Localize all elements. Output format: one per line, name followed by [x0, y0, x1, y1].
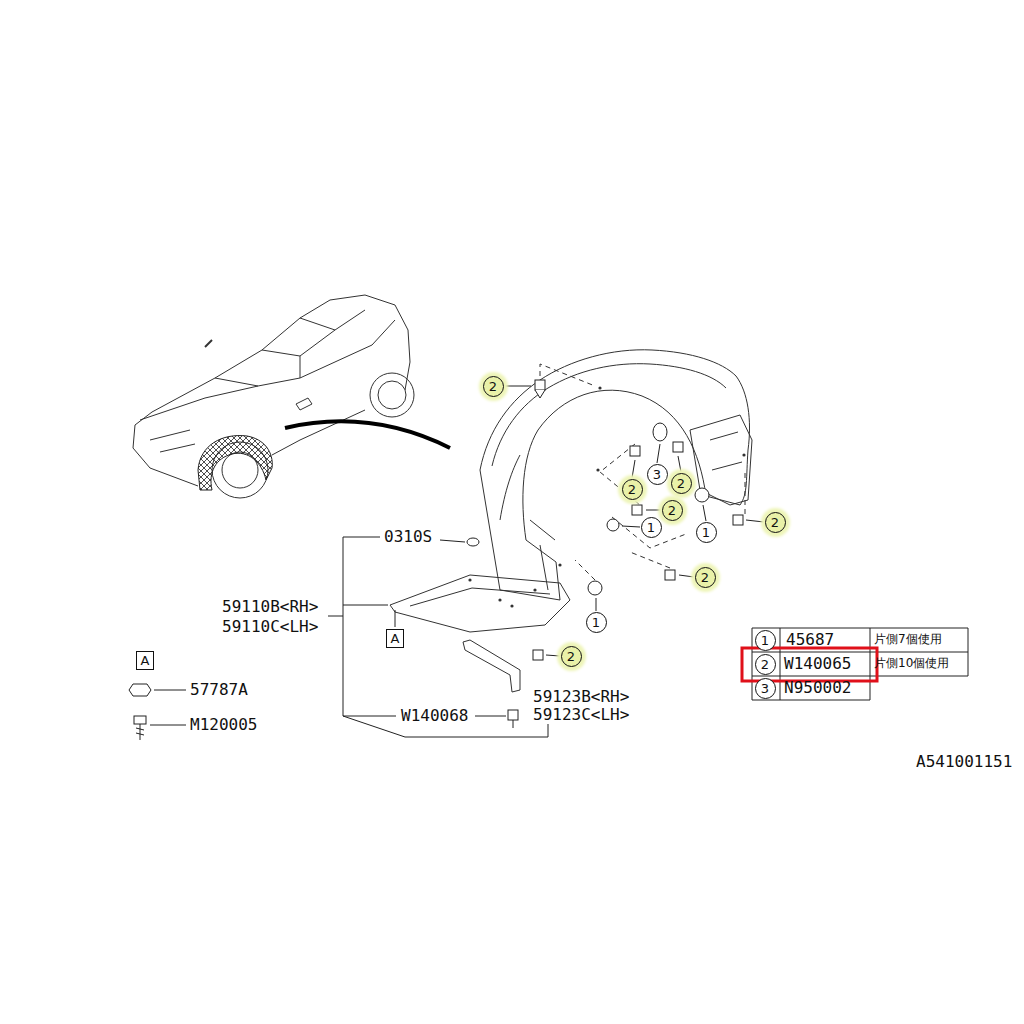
- callout-text: 2: [701, 571, 709, 584]
- callout-text: 2: [567, 650, 575, 663]
- callout-text: 2: [489, 380, 497, 393]
- part-number: 45687: [786, 631, 834, 649]
- hatched-wheel-arch: [198, 436, 272, 490]
- callout-number: 2: [765, 512, 786, 533]
- parts-table: [752, 628, 968, 700]
- callout-text: 3: [653, 468, 661, 481]
- callout-number: 2: [483, 376, 504, 397]
- callout-number: 2: [561, 646, 582, 667]
- callout-number: 3: [647, 464, 668, 485]
- part-number: W140068: [401, 707, 468, 725]
- callout-text: 2: [677, 477, 685, 490]
- quantity-note: 片側7個使用: [874, 633, 942, 646]
- callout-text: 1: [761, 634, 769, 647]
- dashed-guides: [540, 364, 745, 580]
- part-number: A541001151: [916, 753, 1012, 771]
- callout-text: 2: [668, 504, 676, 517]
- highlight-box: [742, 648, 877, 681]
- part-number: 59110C<LH>: [222, 618, 318, 636]
- quantity-note: 片側10個使用: [874, 657, 949, 670]
- callout-text: 2: [761, 658, 769, 671]
- callout-text: 3: [761, 682, 769, 695]
- car-sketch: [133, 295, 414, 498]
- callout-number: 2: [671, 473, 692, 494]
- pointer-curve: [285, 421, 450, 448]
- callout-number: 1: [586, 612, 607, 633]
- holes: [468, 386, 745, 607]
- part-number: 0310S: [384, 528, 432, 546]
- reference-box: A: [386, 629, 404, 648]
- callout-number: 1: [641, 517, 662, 538]
- callout-number: 1: [696, 522, 717, 543]
- callout-text: 2: [771, 516, 779, 529]
- leader-lines: [150, 386, 764, 737]
- part-number: 57787A: [190, 681, 248, 699]
- callout-number: 2: [622, 479, 643, 500]
- reference-box: A: [136, 651, 154, 670]
- part-number: 59110B<RH>: [222, 598, 318, 616]
- callout-text: 1: [647, 521, 655, 534]
- callout-number: 3: [755, 678, 776, 699]
- callout-text: A: [391, 632, 400, 645]
- callout-number: 2: [662, 500, 683, 521]
- fender-liner: [390, 350, 752, 692]
- callout-number: 1: [755, 630, 776, 651]
- part-number: 59123B<RH>: [533, 688, 629, 706]
- fasteners: [129, 380, 743, 740]
- callout-text: 2: [628, 483, 636, 496]
- part-number: 59123C<LH>: [533, 706, 629, 724]
- part-number: M120005: [190, 716, 257, 734]
- callout-text: 1: [702, 526, 710, 539]
- callout-text: 1: [592, 616, 600, 629]
- callout-number: 2: [695, 567, 716, 588]
- callout-number: 2: [755, 654, 776, 675]
- part-number: W140065: [784, 655, 851, 673]
- callout-text: A: [141, 654, 150, 667]
- part-number: N950002: [784, 679, 851, 697]
